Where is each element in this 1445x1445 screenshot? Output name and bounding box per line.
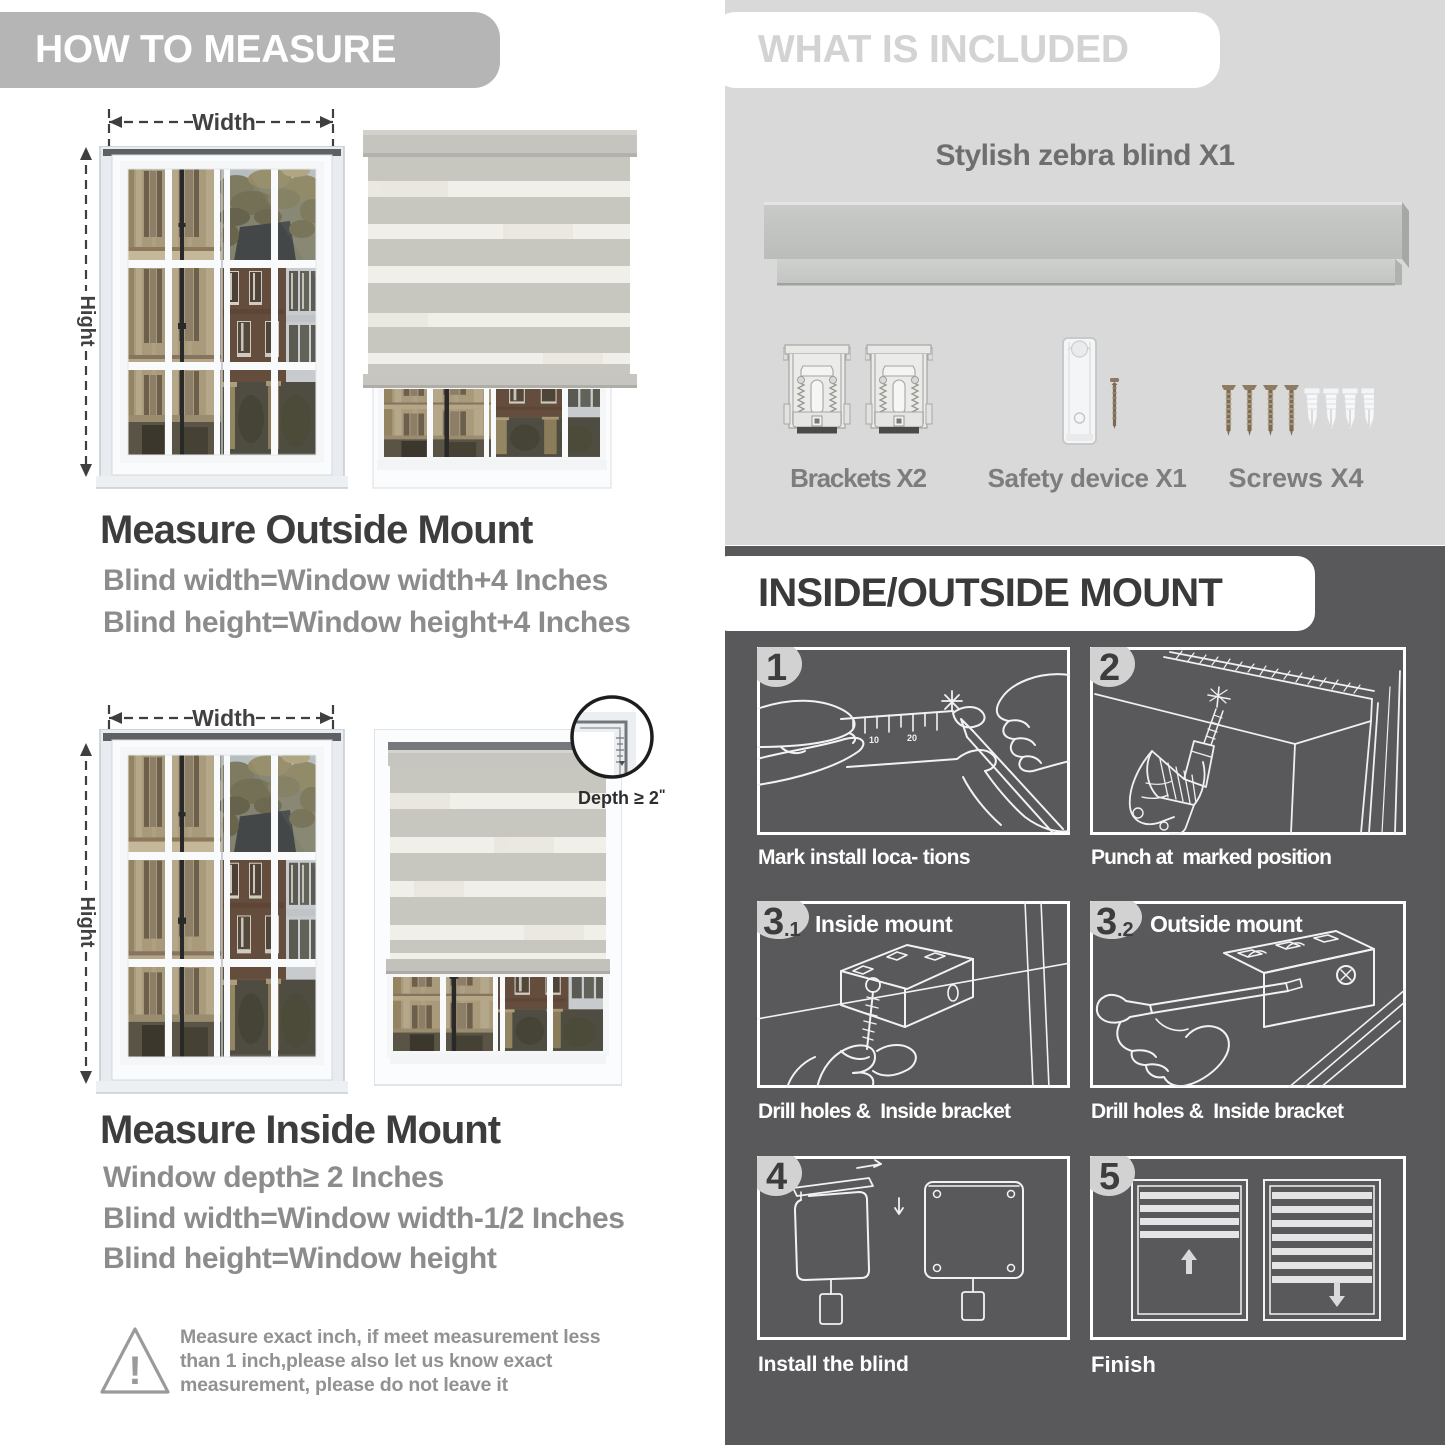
svg-text:4: 4 [766, 1156, 787, 1198]
svg-text:Hight: Hight [76, 295, 98, 346]
svg-text:.1: .1 [784, 919, 801, 941]
svg-text:!: ! [128, 1349, 141, 1393]
svg-text:3: 3 [1096, 901, 1117, 943]
svg-text:10: 10 [869, 735, 879, 745]
svg-text:Width: Width [192, 109, 256, 135]
svg-text:.2: .2 [1117, 919, 1134, 941]
svg-text:5: 5 [1099, 1156, 1120, 1198]
svg-text:20: 20 [907, 733, 917, 743]
svg-text:Hight: Hight [76, 896, 98, 947]
svg-text:2: 2 [1099, 647, 1120, 689]
svg-text:1: 1 [766, 647, 787, 689]
svg-text:Inside mount: Inside mount [815, 911, 953, 937]
svg-text:3: 3 [763, 901, 784, 943]
svg-text:Outside mount: Outside mount [1150, 911, 1303, 937]
svg-text:Width: Width [192, 705, 256, 731]
